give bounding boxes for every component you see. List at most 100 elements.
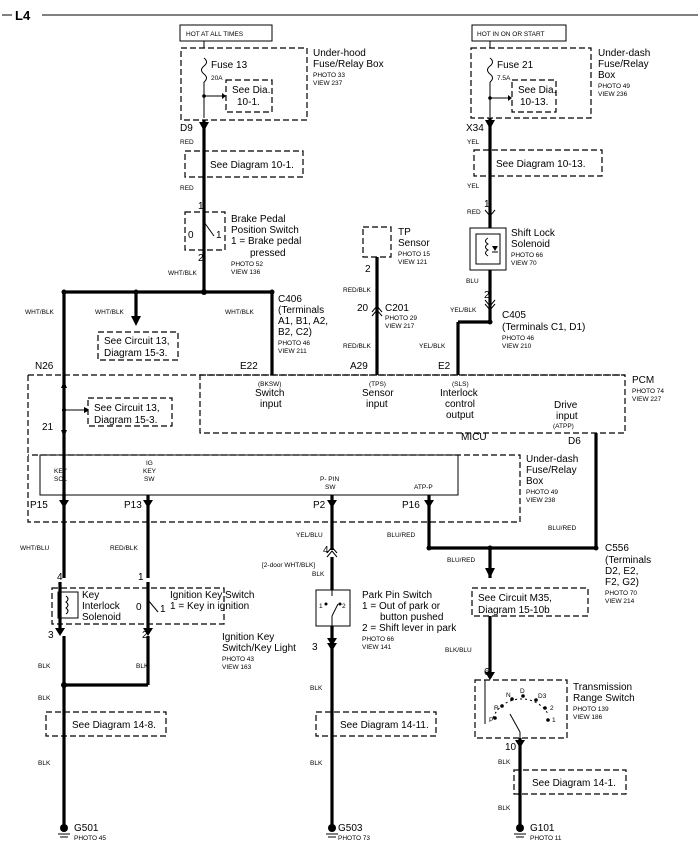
shift-lock-pin-1: 1 <box>484 199 490 210</box>
underdash-mid-photo: PHOTO 49 <box>526 489 558 496</box>
pcm-sls-1: Interlock <box>440 388 479 399</box>
pcm-atpp-code: (ATPP) <box>553 423 574 430</box>
underdash-top-title-3: Box <box>598 70 615 81</box>
c405-label: C405 <box>502 310 526 321</box>
underdash-mid-title-2: Fuse/Relay <box>526 465 577 476</box>
wire-wht-blu: WHT/BLU <box>20 545 50 552</box>
wire-yel-2: YEL <box>467 183 480 190</box>
pcm-photo: PHOTO 74 <box>632 388 664 395</box>
c406-desc-2: A1, B1, A2, <box>278 316 328 327</box>
fuse-21-label: Fuse 21 <box>497 60 534 71</box>
see-circuit-13-b-1: See Circuit 13, <box>94 403 160 414</box>
pcm-atpp-1: Drive <box>554 400 578 411</box>
brake-view: VIEW 136 <box>231 269 261 276</box>
underdash-top-view: VIEW 236 <box>598 91 628 98</box>
pcm-view: VIEW 227 <box>632 396 662 403</box>
micu-keysol-1: KEY <box>54 468 68 475</box>
wire-wht-blk-3: WHT/BLK <box>95 309 125 316</box>
c406-desc-1: (Terminals <box>278 305 324 316</box>
underdash-top-photo: PHOTO 49 <box>598 83 630 90</box>
pcm-term-d6: D6 <box>568 436 581 447</box>
trs-pos-d: D <box>520 688 525 695</box>
ground-g501-photo: PHOTO 45 <box>74 835 106 842</box>
underdash-top-see-1: See Dia. <box>518 85 556 96</box>
wire-blu-1: BLU <box>466 278 479 285</box>
park-pin-4: 4 <box>323 545 329 556</box>
shift-lock-solenoid <box>469 227 507 271</box>
c405-photo: PHOTO 46 <box>502 335 534 342</box>
ign-sw-title: Ignition Key Switch <box>170 590 255 601</box>
trs-pos-n: N <box>506 692 511 699</box>
wire-yel-blk-1: YEL/BLK <box>450 307 477 314</box>
pcm-tps-2: input <box>366 399 388 410</box>
trs-title-2: Range Switch <box>573 693 635 704</box>
park-pos-1: 1 <box>319 603 323 610</box>
park-desc-1: 1 = Out of park or <box>362 601 441 612</box>
underdash-mid-title-3: Box <box>526 476 543 487</box>
fuse-21-rating: 7.5A <box>497 75 511 82</box>
hot-at-all-times-label: HOT AT ALL TIMES <box>186 31 244 38</box>
c406-photo: PHOTO 46 <box>278 340 310 347</box>
c556-desc-1: (Terminals <box>605 555 651 566</box>
trs-pos-p: P <box>489 717 493 724</box>
pcm-sls-2: control <box>445 399 475 410</box>
underdash-top-title-1: Under-dash <box>598 48 650 59</box>
wire-blk-1: BLK <box>38 663 51 670</box>
wire-blk-7: BLK <box>310 760 323 767</box>
c556-photo: PHOTO 70 <box>605 590 637 597</box>
ground-g101-photo: PHOTO 11 <box>530 835 562 842</box>
brake-photo: PHOTO 52 <box>231 261 263 268</box>
trs-title-1: Transmission <box>573 682 632 693</box>
wire-wht-blk-4: WHT/BLK <box>225 309 255 316</box>
wire-blk-5: BLK <box>312 571 325 578</box>
park-desc-2: button pushed <box>380 612 443 623</box>
wire-red-blk-3: RED/BLK <box>110 545 138 552</box>
micu-term-21: 21 <box>42 422 54 433</box>
underhood-see-1: See Dia. <box>232 85 270 96</box>
pcm-term-a29: A29 <box>350 361 368 372</box>
park-title: Park Pin Switch <box>362 590 432 601</box>
underhood-photo: PHOTO 33 <box>313 72 345 79</box>
see-circuit-m35-1: See Circuit M35, <box>478 593 552 604</box>
pcm-term-e2: E2 <box>438 361 451 372</box>
underhood-fuse-box: Fuse 13 20A See Dia. 10-1. <box>180 47 308 121</box>
ground-g501-icon <box>58 824 70 838</box>
pcm-tps-1: Sensor <box>362 388 394 399</box>
ign-title-2: Switch/Key Light <box>222 643 296 654</box>
wire-red-1: RED <box>180 139 194 146</box>
c201-view: VIEW 217 <box>385 323 415 330</box>
wire-wht-blk-1: WHT/BLK <box>168 270 198 277</box>
transmission-range-switch <box>474 679 568 739</box>
wire-blu-red-2: BLU/RED <box>548 525 576 532</box>
wire-red-3: RED <box>467 209 481 216</box>
trs-pos-r: R <box>494 705 499 712</box>
see-circuit-m35-2: Diagram 15-10b <box>478 605 550 616</box>
wire-blk-6: BLK <box>310 685 323 692</box>
see-diagram-10-13: See Diagram 10-13. <box>496 159 586 170</box>
ground-g503-icon <box>326 824 338 838</box>
underdash-mid-title-1: Under-dash <box>526 454 578 465</box>
pcm-sls-code: (SLS) <box>452 381 469 388</box>
hot-in-on-label: HOT IN ON OR START <box>477 31 545 38</box>
underdash-fuse-box-top: Fuse 21 7.5A See Dia. 10-13. <box>470 47 592 119</box>
c406-desc-3: B2, C2) <box>278 327 312 338</box>
park-desc-3: 2 = Shift lever in park <box>362 623 457 634</box>
see-circuit-13-a-1: See Circuit 13, <box>104 336 170 347</box>
pcm-sls-3: output <box>446 410 474 421</box>
c406-view: VIEW 211 <box>278 348 307 355</box>
pcm-title: PCM <box>632 375 654 386</box>
shift-lock-title-2: Solenoid <box>511 239 550 250</box>
trs-photo: PHOTO 139 <box>573 706 609 713</box>
shift-lock-photo: PHOTO 66 <box>511 252 543 259</box>
underhood-view: VIEW 237 <box>313 80 343 87</box>
wire-yel-blu: YEL/BLU <box>296 532 323 539</box>
ign-pin-4: 4 <box>57 572 63 583</box>
brake-pedal-switch <box>184 211 226 251</box>
ignition-key-switch <box>51 582 225 630</box>
wire-blk-4: BLK <box>38 760 51 767</box>
ign-key-3: Solenoid <box>82 612 121 623</box>
wire-red-blk-2: RED/BLK <box>343 343 371 350</box>
wire-blk-3: BLK <box>38 695 51 702</box>
wire-yel-blk-2: YEL/BLK <box>419 343 446 350</box>
ign-pos-1: 1 <box>160 604 166 615</box>
